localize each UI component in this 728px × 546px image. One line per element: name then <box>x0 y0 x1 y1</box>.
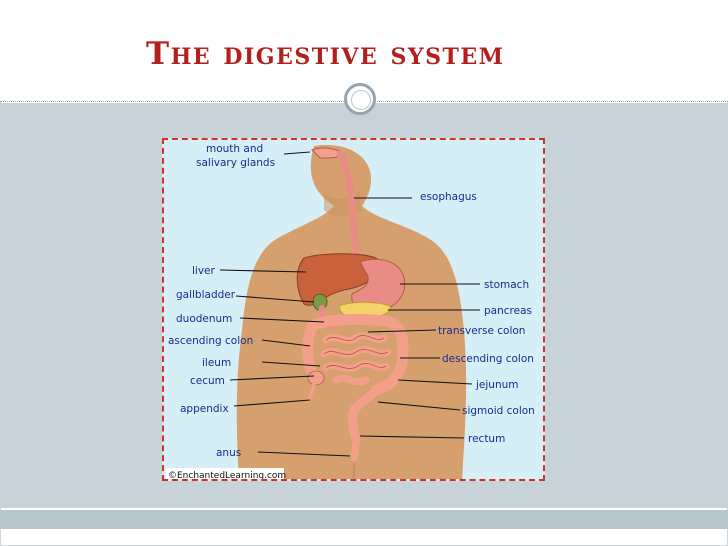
leader-lines <box>219 151 480 457</box>
label-pancreas: pancreas <box>484 305 532 317</box>
label-salivary-glands: salivary glands <box>196 157 275 169</box>
slide-title: The digestive system <box>146 36 505 72</box>
label-mouth-and: mouth and <box>206 143 263 155</box>
label-duodenum: duodenum <box>176 313 232 325</box>
copyright-text: ©EnchantedLearning.com <box>168 471 286 481</box>
liver <box>296 253 381 306</box>
digestive-system-diagram: mouth and salivary glands liver gallblad… <box>162 138 545 481</box>
circle-ornament-icon <box>344 83 376 115</box>
label-sigmoid-colon: sigmoid colon <box>462 405 535 417</box>
label-esophagus: esophagus <box>420 191 477 203</box>
label-rectum: rectum <box>468 433 505 445</box>
cecum <box>307 370 325 386</box>
label-descending-colon: descending colon <box>442 353 534 365</box>
rectum <box>350 436 360 462</box>
label-appendix: appendix <box>180 403 229 415</box>
diagram-svg: mouth and salivary glands liver gallblad… <box>166 143 535 481</box>
appendix <box>306 383 316 403</box>
label-transverse-colon: transverse colon <box>438 325 525 337</box>
label-ileum: ileum <box>202 357 231 369</box>
copyright-backdrop <box>166 468 284 479</box>
label-cecum: cecum <box>190 375 225 387</box>
large-intestine <box>302 313 409 396</box>
label-liver: liver <box>192 265 216 277</box>
label-ascending-colon: ascending colon <box>168 335 253 347</box>
intestine-outline <box>323 335 389 369</box>
sigmoid-colon <box>347 385 381 445</box>
label-jejunum: jejunum <box>475 379 519 391</box>
label-anus: anus <box>216 447 241 459</box>
label-gallbladder: gallbladder <box>176 289 236 301</box>
footer-band <box>0 510 728 529</box>
label-stomach: stomach <box>484 279 529 291</box>
